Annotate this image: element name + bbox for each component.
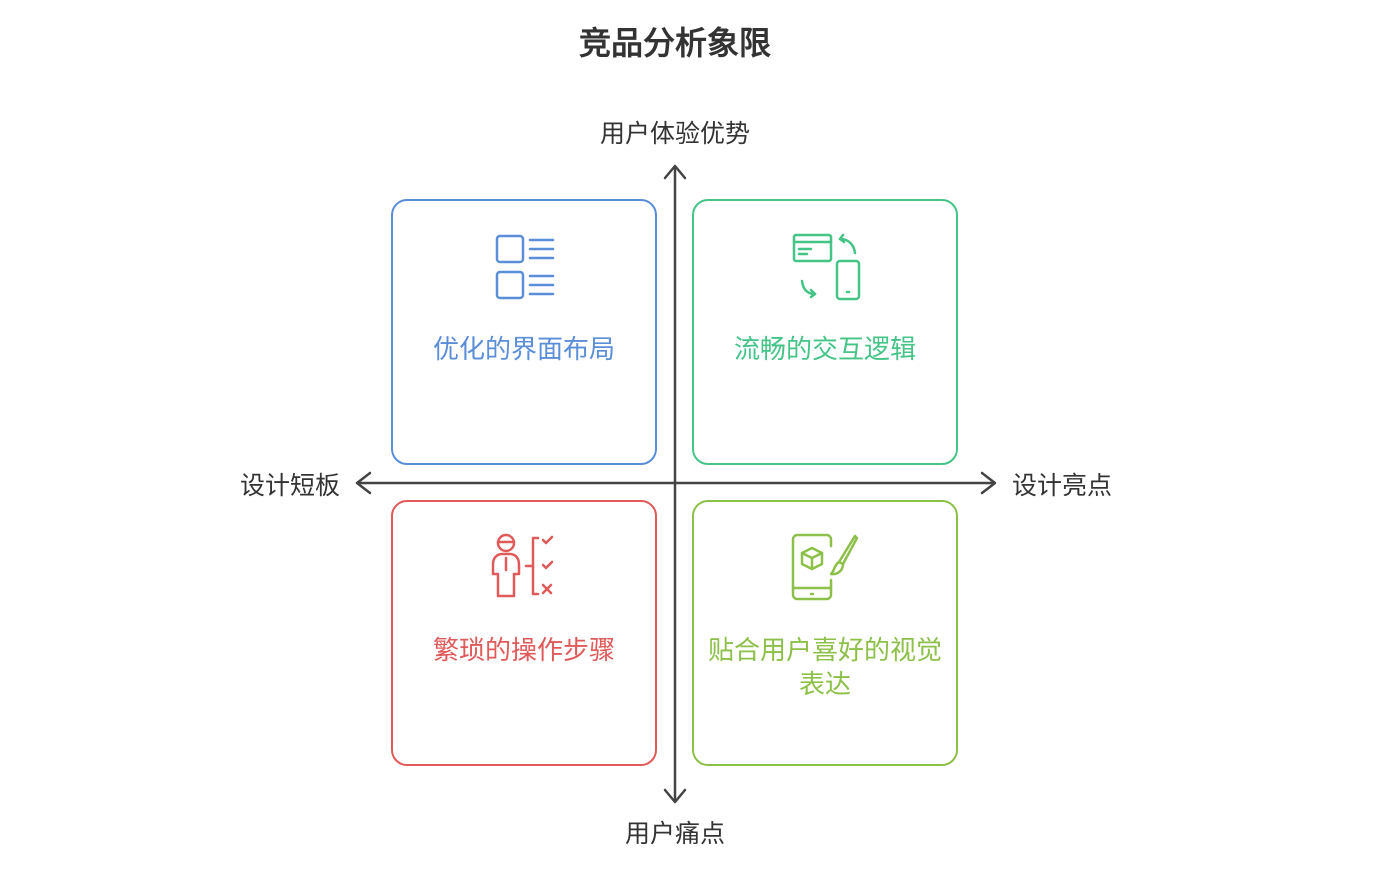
- quadrant-bottom-right: 贴合用户喜好的视觉表达: [692, 500, 958, 766]
- quadrant-top-left-label: 优化的界面布局: [432, 335, 615, 365]
- quadrant-bottom-left-label: 繁琐的操作步骤: [432, 636, 615, 666]
- arrow-up-icon: [663, 164, 687, 180]
- sync-devices-icon: [792, 233, 861, 301]
- quadrant-top-right-label: 流畅的交互逻辑: [733, 335, 916, 365]
- arrow-down-icon: [663, 788, 687, 804]
- diagram-title: 竞品分析象限: [578, 24, 771, 62]
- arrow-left-icon: [355, 471, 372, 495]
- axis-label-left: 设计短板: [239, 471, 340, 500]
- axis-label-top: 用户体验优势: [599, 119, 750, 148]
- quadrant-top-right: 流畅的交互逻辑: [692, 199, 958, 465]
- person-checklist-icon: [491, 533, 554, 598]
- axis-label-bottom: 用户痛点: [624, 819, 725, 848]
- quadrant-bottom-right-label: 贴合用户喜好的视觉表达: [707, 636, 942, 700]
- layout-icon: [495, 234, 555, 300]
- quadrant-top-left: 优化的界面布局: [391, 199, 657, 465]
- quadrant-bottom-left: 繁琐的操作步骤: [391, 500, 657, 766]
- arrow-right-icon: [980, 471, 997, 495]
- axis-label-right: 设计亮点: [1012, 471, 1113, 500]
- mobile-design-icon: [791, 533, 859, 601]
